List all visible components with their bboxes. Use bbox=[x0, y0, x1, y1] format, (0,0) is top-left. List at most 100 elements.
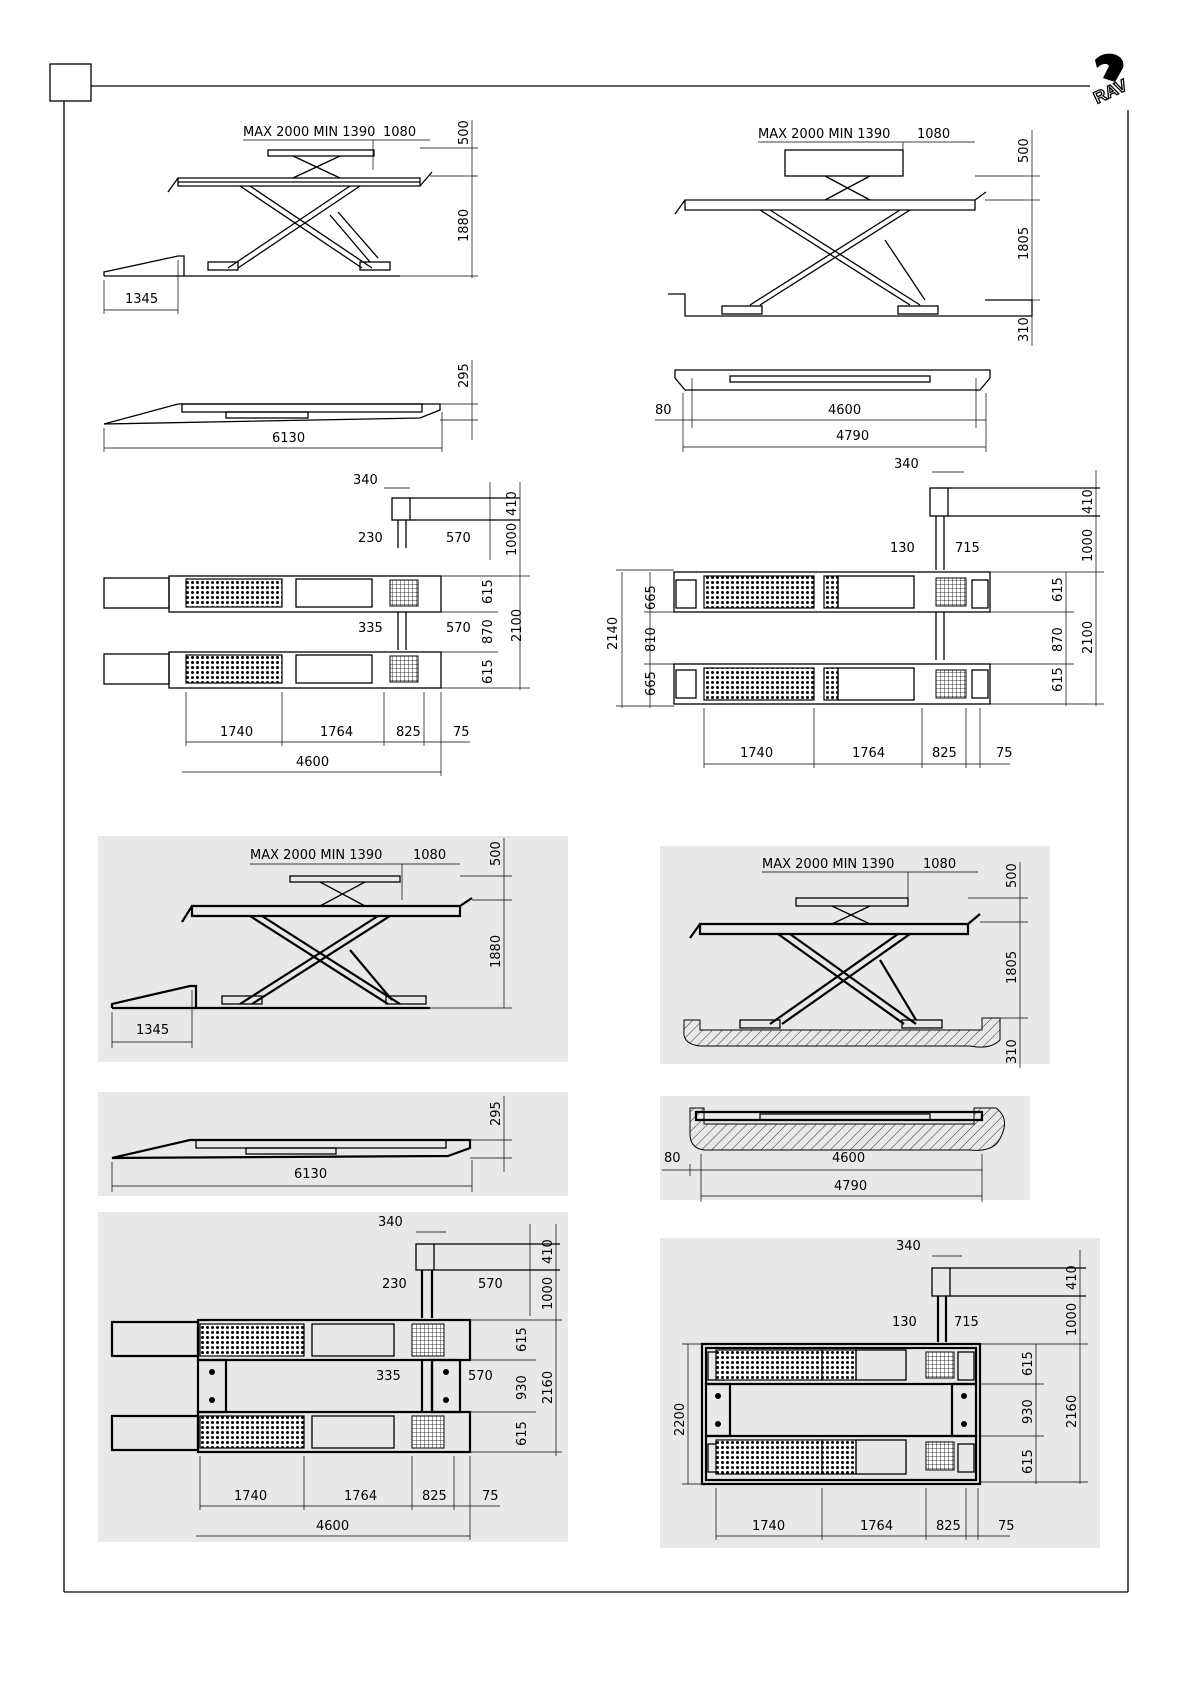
label-4790: 4790 bbox=[836, 429, 869, 444]
label-1805-b: 1805 bbox=[1005, 951, 1020, 984]
label-1740-c: 1740 bbox=[234, 1489, 267, 1504]
label-1000-c: 1000 bbox=[541, 1277, 556, 1310]
label-310: 310 bbox=[1017, 317, 1032, 342]
view-plan-pit-bottom: 340 130 715 2200 bbox=[660, 1238, 1100, 1548]
label-715: 715 bbox=[955, 541, 980, 556]
section-marker-box bbox=[49, 63, 92, 102]
label-570-b: 570 bbox=[446, 621, 471, 636]
label-230-b: 230 bbox=[382, 1277, 407, 1292]
label-825-c: 825 bbox=[422, 1489, 447, 1504]
label-75-b: 75 bbox=[996, 746, 1013, 761]
label-1880: 1880 bbox=[457, 209, 472, 242]
label-665-a: 665 bbox=[644, 585, 659, 610]
label-295: 295 bbox=[457, 363, 472, 388]
label-4600-j: 4600 bbox=[832, 1151, 865, 1166]
label-870: 870 bbox=[481, 619, 496, 644]
rav-logo: RAV bbox=[1090, 53, 1131, 108]
label-4600: 4600 bbox=[296, 755, 329, 770]
label-1764-b: 1764 bbox=[852, 746, 885, 761]
label-340: 340 bbox=[353, 473, 378, 488]
label-570-c: 570 bbox=[478, 1277, 503, 1292]
label-410-c: 410 bbox=[541, 1239, 556, 1264]
label-615-g: 615 bbox=[1021, 1351, 1036, 1376]
view-side-ramp-bottom: MAX 2000 MIN 1390 1080 1345 500 1880 bbox=[98, 836, 568, 1062]
label-500-b: 500 bbox=[1017, 138, 1032, 163]
label-2200: 2200 bbox=[673, 1403, 688, 1436]
label-1880-b: 1880 bbox=[489, 935, 504, 968]
label-130-b: 130 bbox=[892, 1315, 917, 1330]
view-side-pit-bottom: MAX 2000 MIN 1390 1080 500 1805 310 bbox=[660, 846, 1050, 1068]
label-4600-k: 4600 bbox=[316, 1519, 349, 1534]
label-870-b: 870 bbox=[1051, 627, 1066, 652]
label-310-b: 310 bbox=[1005, 1039, 1020, 1064]
label-75: 75 bbox=[453, 725, 470, 740]
label-615-c: 615 bbox=[1051, 577, 1066, 602]
label-4600-d: 4600 bbox=[828, 403, 861, 418]
label-max-min-c: MAX 2000 MIN 1390 bbox=[250, 848, 382, 863]
label-1805: 1805 bbox=[1017, 227, 1032, 260]
label-1345: 1345 bbox=[125, 292, 158, 307]
label-1000-d: 1000 bbox=[1065, 1303, 1080, 1336]
label-500-c: 500 bbox=[489, 841, 504, 866]
view-front-pit-top: 80 4600 4790 bbox=[655, 369, 991, 452]
label-340-d: 340 bbox=[896, 1239, 921, 1254]
label-1764: 1764 bbox=[320, 725, 353, 740]
view-side-ramp-top: MAX 2000 MIN 1390 1080 1345 500 1880 bbox=[103, 120, 478, 314]
label-75-d: 75 bbox=[998, 1519, 1015, 1534]
label-500: 500 bbox=[457, 120, 472, 145]
label-2100-b: 2100 bbox=[1081, 621, 1096, 654]
label-1000: 1000 bbox=[505, 523, 520, 556]
label-665-b: 665 bbox=[644, 671, 659, 696]
label-340-b: 340 bbox=[894, 457, 919, 472]
view-plan-ramp-top: 340 230 570 335 570 410 1000 615 bbox=[103, 473, 530, 776]
label-615-a: 615 bbox=[481, 579, 496, 604]
label-410: 410 bbox=[505, 491, 520, 516]
view-front-ramp-bottom: 6130 295 bbox=[98, 1092, 568, 1196]
label-340-c: 340 bbox=[378, 1215, 403, 1230]
label-2100: 2100 bbox=[510, 609, 525, 642]
label-1764-c: 1764 bbox=[344, 1489, 377, 1504]
label-930-b: 930 bbox=[1021, 1399, 1036, 1424]
label-1740-d: 1740 bbox=[752, 1519, 785, 1534]
label-1000-b: 1000 bbox=[1081, 529, 1096, 562]
label-295-b: 295 bbox=[489, 1101, 504, 1126]
view-side-pit-top: MAX 2000 MIN 1390 1080 500 1805 310 bbox=[668, 127, 1040, 346]
view-plan-pit-top: 340 130 715 2140 665 810 6 bbox=[606, 457, 1104, 768]
label-825: 825 bbox=[396, 725, 421, 740]
label-max-min-b: MAX 2000 MIN 1390 bbox=[758, 127, 890, 142]
label-6130-b: 6130 bbox=[294, 1167, 327, 1182]
label-230: 230 bbox=[358, 531, 383, 546]
label-825-d: 825 bbox=[936, 1519, 961, 1534]
label-615-d: 615 bbox=[1051, 667, 1066, 692]
label-335: 335 bbox=[358, 621, 383, 636]
label-410-d: 410 bbox=[1065, 1265, 1080, 1290]
label-1080-d: 1080 bbox=[923, 857, 956, 872]
label-410-b: 410 bbox=[1081, 489, 1096, 514]
label-500-d: 500 bbox=[1005, 863, 1020, 888]
label-2160-b: 2160 bbox=[1065, 1395, 1080, 1428]
label-4790-b: 4790 bbox=[834, 1179, 867, 1194]
label-615-b: 615 bbox=[481, 659, 496, 684]
label-1080: 1080 bbox=[383, 125, 416, 140]
label-615-f: 615 bbox=[515, 1421, 530, 1446]
label-1345-b: 1345 bbox=[136, 1023, 169, 1038]
label-80-b: 80 bbox=[664, 1151, 681, 1166]
label-max-min-d: MAX 2000 MIN 1390 bbox=[762, 857, 894, 872]
view-front-pit-bottom: 80 4600 4790 bbox=[660, 1096, 1030, 1202]
label-6130: 6130 bbox=[272, 431, 305, 446]
label-1740: 1740 bbox=[220, 725, 253, 740]
page-frame bbox=[49, 63, 1129, 1593]
logo-text: RAV bbox=[1091, 75, 1131, 107]
label-335-b: 335 bbox=[376, 1369, 401, 1384]
view-plan-ramp-bottom: 340 230 570 335 570 bbox=[98, 1212, 568, 1542]
label-810: 810 bbox=[644, 627, 659, 652]
label-max-min: MAX 2000 MIN 1390 bbox=[243, 125, 375, 140]
label-80: 80 bbox=[655, 403, 672, 418]
label-2140: 2140 bbox=[606, 617, 621, 650]
label-615-e: 615 bbox=[515, 1327, 530, 1352]
label-570-d: 570 bbox=[468, 1369, 493, 1384]
label-1764-d: 1764 bbox=[860, 1519, 893, 1534]
label-1080-c: 1080 bbox=[413, 848, 446, 863]
label-1740-b: 1740 bbox=[740, 746, 773, 761]
